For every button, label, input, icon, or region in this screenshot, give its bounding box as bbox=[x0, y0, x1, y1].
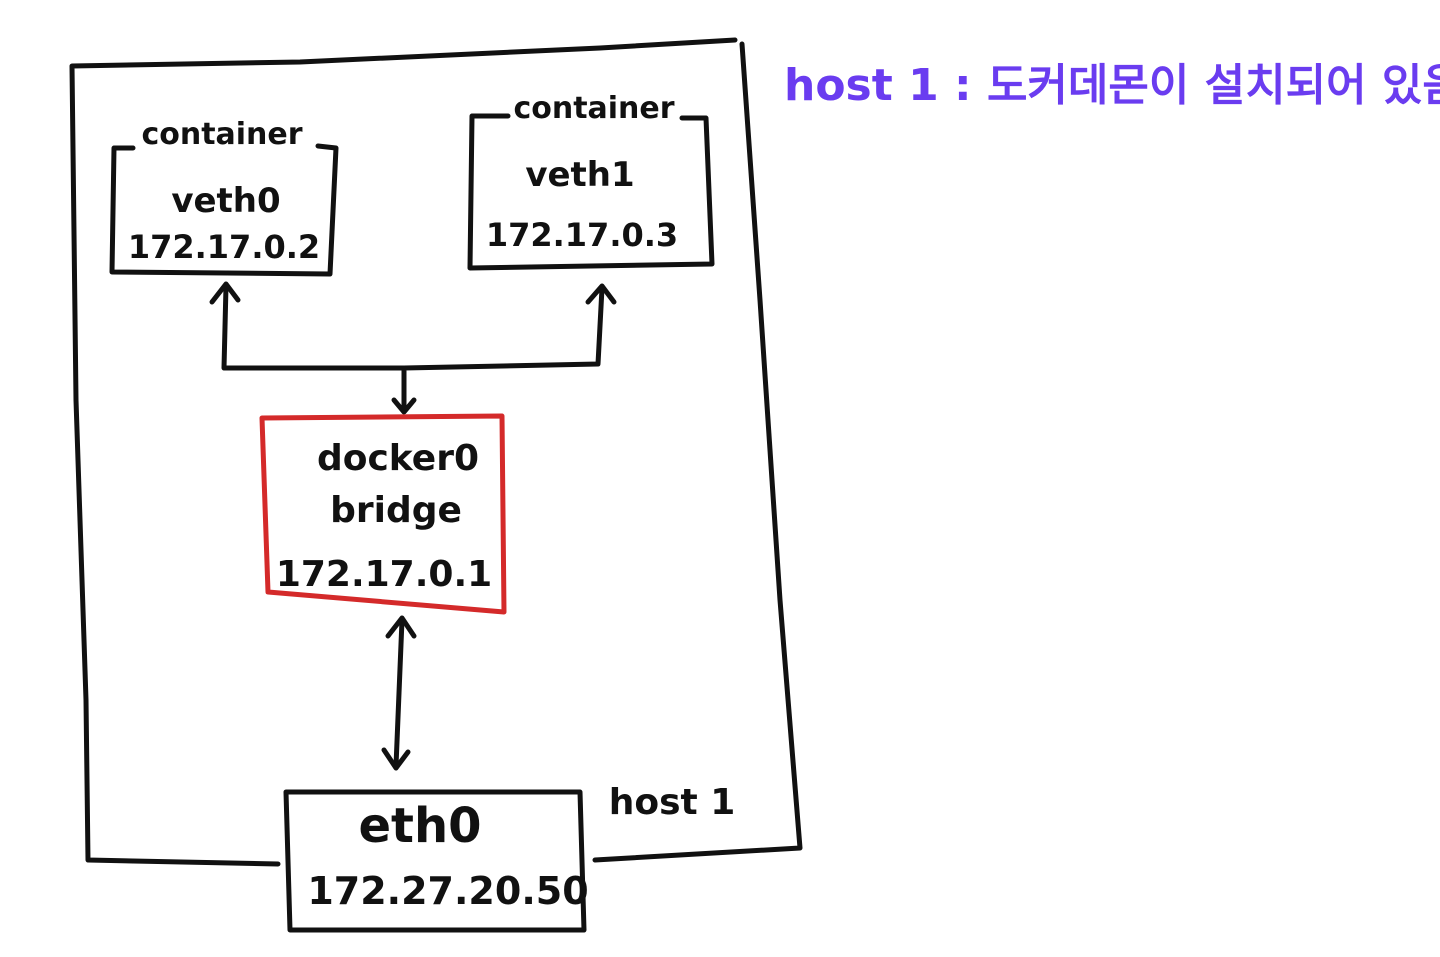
connector-tree bbox=[221, 283, 605, 411]
bridge-ip: 172.17.0.1 bbox=[276, 554, 492, 595]
container-1-title: container bbox=[141, 117, 302, 152]
container-box-1: container veth0 172.17.0.2 bbox=[109, 117, 339, 277]
bridge-box: docker0 bridge 172.17.0.1 bbox=[259, 413, 507, 615]
container-1-interface: veth0 bbox=[171, 181, 280, 221]
arrowhead-up-icon bbox=[385, 615, 417, 639]
container-2-title: container bbox=[513, 91, 674, 126]
container-1-ip: 172.17.0.2 bbox=[128, 228, 320, 266]
eth-box: eth0 172.27.20.50 bbox=[283, 789, 589, 933]
bridge-eth-connector bbox=[393, 617, 405, 769]
host-note: host 1 : 도커데몬이 설치되어 있음 bbox=[784, 60, 1440, 111]
arrowhead-down-icon bbox=[381, 747, 411, 771]
host-label: host 1 bbox=[609, 782, 736, 823]
bridge-type: bridge bbox=[330, 490, 462, 531]
container-2-interface: veth1 bbox=[525, 155, 634, 195]
container-2-ip: 172.17.0.3 bbox=[486, 216, 678, 254]
bridge-name: docker0 bbox=[317, 438, 479, 479]
arrowhead-down-icon bbox=[391, 397, 417, 415]
arrowhead-up-icon bbox=[585, 283, 617, 305]
eth-ip: 172.27.20.50 bbox=[307, 869, 588, 913]
host-frame bbox=[69, 37, 803, 867]
container-box-2: container veth1 172.17.0.3 bbox=[467, 91, 715, 271]
eth-name: eth0 bbox=[358, 798, 481, 854]
arrowhead-up-icon bbox=[209, 281, 241, 305]
